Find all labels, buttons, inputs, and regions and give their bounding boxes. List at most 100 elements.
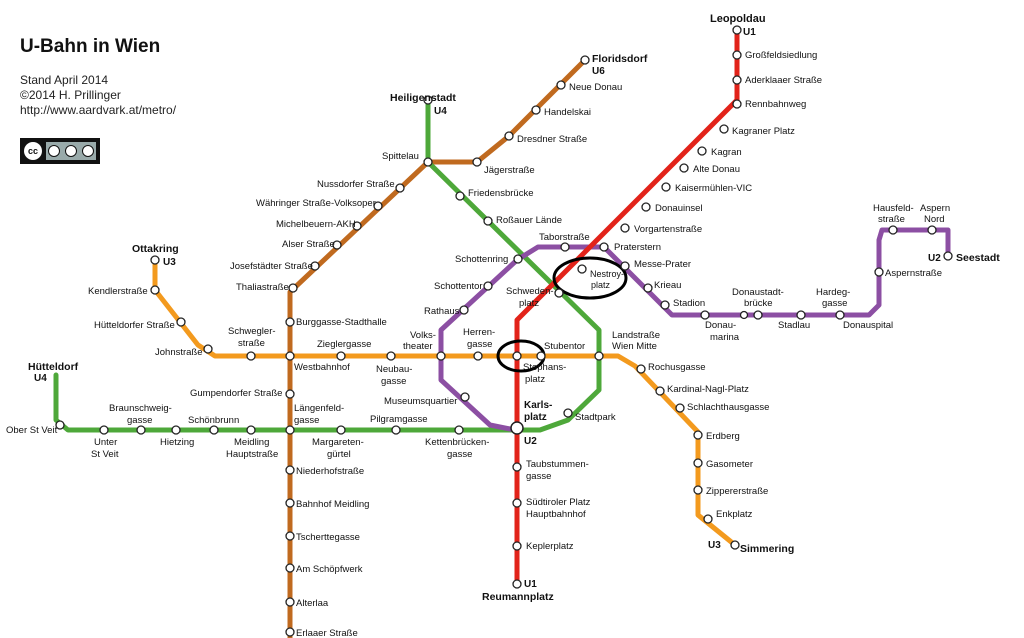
- station-tscherttegasse[interactable]: [285, 531, 295, 541]
- station-pilgramgasse[interactable]: [391, 425, 401, 435]
- station-gumpendorfer-strasse[interactable]: [285, 389, 295, 399]
- by-icon: [48, 145, 61, 157]
- station-simmering[interactable]: [730, 540, 740, 550]
- station-schottenring[interactable]: [513, 254, 523, 264]
- station-donaumarina[interactable]: [700, 310, 710, 320]
- station-niederhofstrasse[interactable]: [285, 465, 295, 475]
- station-donauspital[interactable]: [835, 310, 845, 320]
- station-leopoldau[interactable]: [732, 25, 742, 35]
- station-alterlaa[interactable]: [285, 597, 295, 607]
- station-donauinsel[interactable]: [641, 202, 651, 212]
- station-erlaaer-strasse[interactable]: [285, 627, 295, 637]
- station-schwedenplatz[interactable]: [554, 288, 564, 298]
- station-taubstummengasse[interactable]: [512, 462, 522, 472]
- station-ober-st-veit[interactable]: [55, 420, 65, 430]
- label-alte-donau: Alte Donau: [693, 164, 740, 175]
- station-reumannplatz[interactable]: [512, 579, 522, 589]
- station-kagran[interactable]: [697, 146, 707, 156]
- station-messe-prater[interactable]: [620, 261, 630, 271]
- station-grossfeldsiedlung[interactable]: [732, 50, 742, 60]
- station-vorgartenstrasse[interactable]: [620, 223, 630, 233]
- station-kaisermuehlen[interactable]: [661, 182, 671, 192]
- station-keplerplatz[interactable]: [512, 541, 522, 551]
- station-rennbahnweg[interactable]: [732, 99, 742, 109]
- station-margaretenguertel[interactable]: [336, 425, 346, 435]
- label-spittelau: Spittelau: [382, 151, 419, 162]
- station-stubentor[interactable]: [536, 351, 546, 361]
- station-bahnhof-meidling[interactable]: [285, 498, 295, 508]
- station-alser-strasse[interactable]: [332, 240, 342, 250]
- station-neubaugasse[interactable]: [386, 351, 396, 361]
- station-kagraner-platz[interactable]: [719, 124, 729, 134]
- station-meidling-hauptstrasse[interactable]: [246, 425, 256, 435]
- station-seestadt[interactable]: [943, 251, 953, 261]
- station-landstrasse[interactable]: [594, 351, 604, 361]
- station-handelskai[interactable]: [531, 105, 541, 115]
- station-nestroyplatz[interactable]: [577, 264, 587, 274]
- station-burggasse[interactable]: [285, 317, 295, 327]
- station-braunschweiggasse[interactable]: [136, 425, 146, 435]
- station-hardeggasse[interactable]: [796, 310, 806, 320]
- station-dresdner-strasse[interactable]: [504, 131, 514, 141]
- station-schlachthausgasse[interactable]: [675, 403, 685, 413]
- station-schweglerstrasse[interactable]: [246, 351, 256, 361]
- station-praterstern[interactable]: [599, 242, 609, 252]
- station-heiligenstadt[interactable]: [423, 95, 433, 105]
- station-thaliastrasse[interactable]: [288, 283, 298, 293]
- station-friedensbruecke[interactable]: [455, 191, 465, 201]
- station-schoenbrunn[interactable]: [209, 425, 219, 435]
- terminal-label-seestadt: Seestadt: [956, 252, 1000, 264]
- station-laengenfeldgasse[interactable]: [285, 425, 295, 435]
- station-kendlerstrasse[interactable]: [150, 285, 160, 295]
- station-rochusgasse[interactable]: [636, 364, 646, 374]
- station-volkstheater[interactable]: [436, 351, 446, 361]
- station-michelbeuern[interactable]: [352, 221, 362, 231]
- station-aspernstrasse[interactable]: [874, 267, 884, 277]
- station-hausfeldstrasse[interactable]: [888, 225, 898, 235]
- station-ottakring[interactable]: [150, 255, 160, 265]
- station-spittelau[interactable]: [423, 157, 433, 167]
- station-johnstrasse[interactable]: [203, 344, 213, 354]
- station-schottentor[interactable]: [483, 281, 493, 291]
- station-unter-st-veit[interactable]: [99, 425, 109, 435]
- station-waehringer-strasse[interactable]: [373, 201, 383, 211]
- station-stadion[interactable]: [660, 300, 670, 310]
- station-taborstrasse[interactable]: [560, 242, 570, 252]
- station-stephansplatz[interactable]: [512, 351, 522, 361]
- line-badge-u4-top: U4: [434, 106, 447, 117]
- station-aderklaaer-strasse[interactable]: [732, 75, 742, 85]
- station-nussdorfer-strasse[interactable]: [395, 183, 405, 193]
- station-karlsplatz[interactable]: [510, 421, 524, 435]
- station-stadlau[interactable]: [753, 310, 763, 320]
- station-donaustadtbruecke[interactable]: [739, 310, 749, 320]
- label-rathaus: Rathaus: [424, 306, 460, 317]
- station-gasometer[interactable]: [693, 458, 703, 468]
- label-vorgartenstrasse: Vorgartenstraße: [634, 224, 702, 235]
- station-suedtiroler-platz[interactable]: [512, 498, 522, 508]
- station-jaegerstrasse[interactable]: [472, 157, 482, 167]
- station-hietzing[interactable]: [171, 425, 181, 435]
- station-museumsquartier[interactable]: [460, 392, 470, 402]
- station-alte-donau[interactable]: [679, 163, 689, 173]
- station-rathaus[interactable]: [459, 305, 469, 315]
- station-floridsdorf[interactable]: [580, 55, 590, 65]
- station-zippererstrasse[interactable]: [693, 485, 703, 495]
- station-enkplatz[interactable]: [703, 514, 713, 524]
- label-donaustadtbruecke-1: Donaustadt-: [732, 287, 784, 298]
- station-herrengasse[interactable]: [473, 351, 483, 361]
- station-huetteldorfer-strasse[interactable]: [176, 317, 186, 327]
- label-margaretenguertel-1: Margareten-: [312, 437, 364, 448]
- station-rossauer-laende[interactable]: [483, 216, 493, 226]
- station-krieau[interactable]: [643, 283, 653, 293]
- station-neue-donau[interactable]: [556, 80, 566, 90]
- station-josefstaedter-strasse[interactable]: [310, 261, 320, 271]
- station-westbahnhof[interactable]: [285, 351, 295, 361]
- station-kardinal-nagl-platz[interactable]: [655, 386, 665, 396]
- station-aspern-nord[interactable]: [927, 225, 937, 235]
- station-zieglergasse[interactable]: [336, 351, 346, 361]
- station-am-schoepfwerk[interactable]: [285, 563, 295, 573]
- station-stadtpark[interactable]: [563, 408, 573, 418]
- station-kettenbrueckengasse[interactable]: [454, 425, 464, 435]
- station-erdberg[interactable]: [693, 430, 703, 440]
